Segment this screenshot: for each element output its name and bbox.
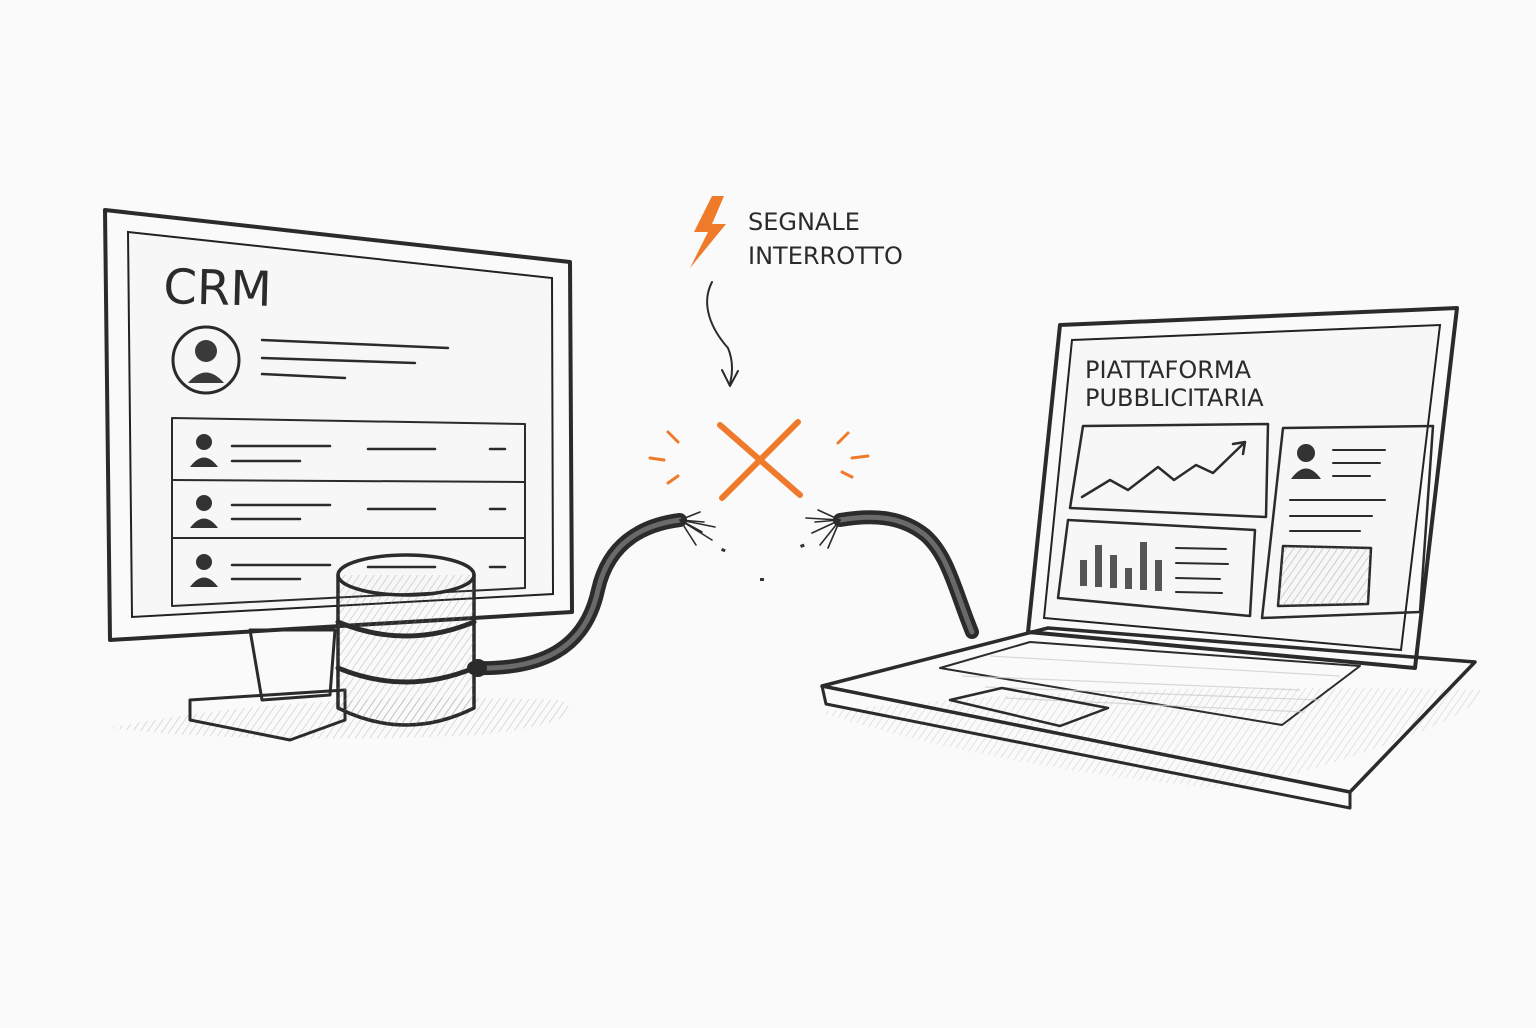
crm-monitor: CRM [103,208,574,742]
user-avatar-icon [190,554,218,587]
database-icon [335,553,477,727]
user-avatar-icon [1291,444,1321,479]
user-avatar-icon [190,434,218,467]
laptop: PIATTAFORMA PUBBLICITARIA [820,306,1477,810]
profile-panel [1260,424,1435,620]
line-chart-icon [1068,422,1270,519]
monitor-screen [126,230,555,619]
user-avatar-icon [171,325,241,395]
monitor-bezel [103,208,574,642]
contact-list [171,417,526,607]
ground-shadows [110,687,1481,790]
laptop-lid [1026,306,1459,670]
user-avatar-icon [190,495,218,528]
list-item [190,554,507,587]
cable-debris [720,543,805,581]
lightning-bolt-icon [690,196,726,268]
cable-left [467,511,716,677]
list-item [190,434,507,467]
alert-label-line2: INTERROTTO [748,242,903,270]
profile-text-lines [260,338,450,380]
bar-chart-icon [1056,518,1257,618]
list-item [190,495,507,528]
cable-right [805,509,979,639]
alert-callout: SEGNALE INTERROTTO [690,196,903,387]
down-arrow-icon [706,281,739,387]
broken-cable-x-icon [648,419,870,501]
ad-platform-title-line1: PIATTAFORMA [1085,356,1252,384]
crm-title: CRM [163,259,273,318]
alert-label-line1: SEGNALE [748,208,860,236]
ad-platform-title-line2: PUBBLICITARIA [1085,384,1264,412]
laptop-touchpad [948,686,1110,728]
